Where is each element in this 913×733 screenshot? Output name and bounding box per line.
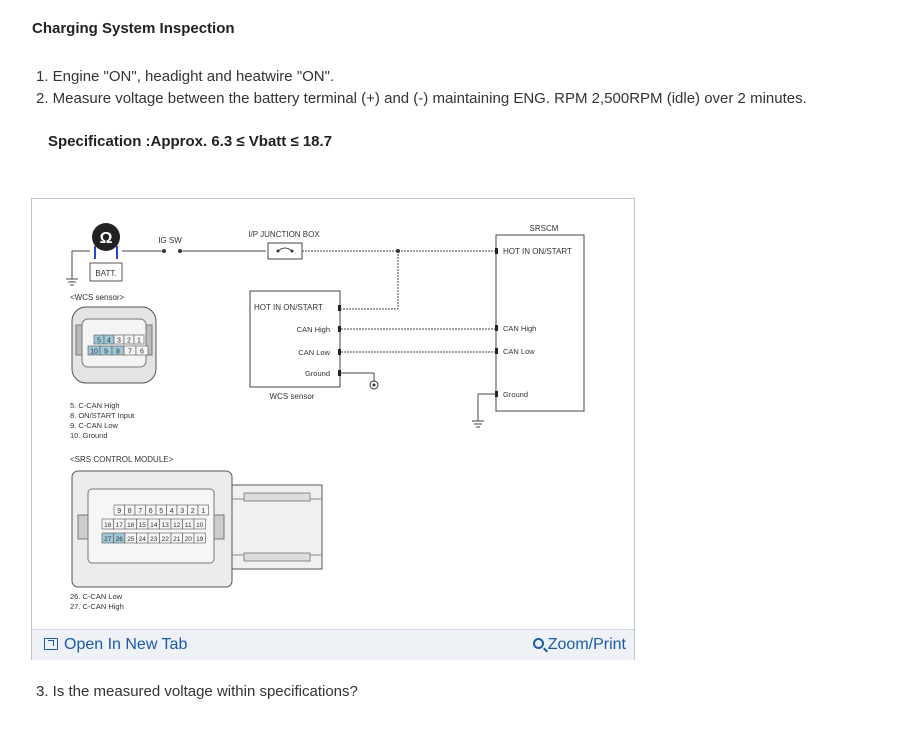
figure-toolbar: Open In New Tab Zoom/Print [32, 629, 634, 660]
svg-text:15: 15 [139, 522, 147, 529]
wcs-can-low-label: CAN Low [298, 348, 330, 357]
svg-text:1: 1 [137, 338, 141, 345]
srs-pin-row-3: 27 26 25 24 23 22 21 20 19 [101, 532, 206, 544]
wcs-sensor-box-label: WCS sensor [270, 392, 315, 401]
wcs-note-4: 10. Ground [70, 431, 108, 440]
srs-note-1: 26. C-CAN Low [70, 592, 123, 601]
srscm-box [495, 234, 585, 412]
svg-text:27: 27 [104, 536, 112, 543]
step-3: 3. Is the measured voltage within specif… [36, 683, 358, 700]
srs-pin-row-1: 9 8 7 6 5 4 3 2 1 [113, 504, 209, 516]
page-title: Charging System Inspection [32, 20, 235, 37]
svg-text:8: 8 [116, 349, 120, 356]
svg-text:16: 16 [127, 522, 135, 529]
svg-text:6: 6 [149, 508, 153, 515]
svg-text:22: 22 [162, 536, 170, 543]
junction-box-fuse [267, 242, 303, 260]
svg-text:7: 7 [138, 508, 142, 515]
svg-text:21: 21 [173, 536, 181, 543]
svg-text:1: 1 [201, 508, 205, 515]
ohmmeter-icon: Ω [92, 223, 120, 259]
svg-text:26: 26 [116, 536, 124, 543]
srscm-ground-label: Ground [503, 390, 528, 399]
svg-text:24: 24 [139, 536, 147, 543]
battery-label: BATT. [95, 269, 116, 278]
step-1: 1. Engine "ON", headight and heatwire "O… [36, 68, 335, 85]
wcs-note-1: 5. C-CAN High [70, 401, 120, 410]
step-2: 2. Measure voltage between the battery t… [36, 90, 807, 107]
open-in-new-tab-label: Open In New Tab [64, 636, 188, 653]
svg-text:8: 8 [128, 508, 132, 515]
wiring-diagram: Ω BATT. IG SW I/P JUNCTION BOX SRSCM [32, 199, 634, 629]
svg-text:12: 12 [173, 522, 181, 529]
wcs-sensor-title: <WCS sensor> [70, 293, 125, 302]
svg-text:11: 11 [185, 522, 192, 529]
svg-text:2: 2 [191, 508, 195, 515]
wcs-can-high-label: CAN High [297, 325, 330, 334]
srscm-can-low-label: CAN Low [503, 347, 535, 356]
svg-text:4: 4 [107, 338, 111, 345]
svg-text:6: 6 [140, 349, 144, 356]
svg-text:7: 7 [128, 349, 132, 356]
svg-text:3: 3 [180, 508, 184, 515]
wcs-pin-row-1: 5 4 3 2 1 [93, 334, 145, 345]
ip-junction-label: I/P JUNCTION BOX [248, 230, 320, 239]
svg-text:20: 20 [185, 536, 193, 543]
svg-text:2: 2 [127, 338, 131, 345]
svg-text:18: 18 [104, 522, 112, 529]
ig-sw-label: IG SW [158, 236, 182, 245]
srscm-hot-in-label: HOT IN ON/START [503, 247, 572, 256]
svg-text:5: 5 [97, 338, 101, 345]
svg-text:10: 10 [90, 349, 98, 356]
svg-text:23: 23 [150, 536, 158, 543]
wcs-note-2: 8. ON/START Input [70, 411, 135, 420]
svg-text:9: 9 [104, 349, 108, 356]
srs-note-2: 27. C-CAN High [70, 602, 124, 611]
svg-text:5: 5 [159, 508, 163, 515]
wiring-diagram-figure: Ω BATT. IG SW I/P JUNCTION BOX SRSCM [31, 198, 635, 660]
svg-text:17: 17 [116, 522, 124, 529]
wcs-sensor-box [249, 290, 341, 388]
magnifier-icon [532, 638, 544, 649]
inspection-steps: 1. Engine "ON", headight and heatwire "O… [36, 66, 807, 110]
zoom-print-label: Zoom/Print [547, 636, 626, 653]
wcs-connector-icon [71, 306, 157, 384]
svg-text:10: 10 [196, 522, 204, 529]
specification: Specification :Approx. 6.3 ≤ Vbatt ≤ 18.… [48, 133, 333, 150]
svg-text:13: 13 [162, 522, 170, 529]
zoom-print-link[interactable]: Zoom/Print [532, 636, 626, 654]
srscm-label: SRSCM [530, 224, 559, 233]
battery-symbol [89, 262, 123, 282]
srs-module-title: <SRS CONTROL MODULE> [70, 455, 174, 464]
wcs-hot-in-label: HOT IN ON/START [254, 303, 323, 312]
srscm-can-high-label: CAN High [503, 324, 536, 333]
open-new-tab-icon [44, 638, 58, 650]
svg-text:14: 14 [150, 522, 158, 529]
wcs-ground-label: Ground [305, 369, 330, 378]
svg-text:3: 3 [117, 338, 121, 345]
svg-text:25: 25 [127, 536, 135, 543]
svg-text:19: 19 [196, 536, 204, 543]
svg-text:9: 9 [117, 508, 121, 515]
srs-pin-row-2: 18 17 16 15 14 13 12 11 10 [101, 518, 206, 530]
svg-text:4: 4 [170, 508, 174, 515]
wcs-pin-row-2: 10 9 8 7 6 [87, 345, 149, 356]
wcs-note-3: 9. C-CAN Low [70, 421, 119, 430]
svg-text:Ω: Ω [100, 230, 113, 247]
open-in-new-tab-link[interactable]: Open In New Tab [44, 636, 187, 654]
